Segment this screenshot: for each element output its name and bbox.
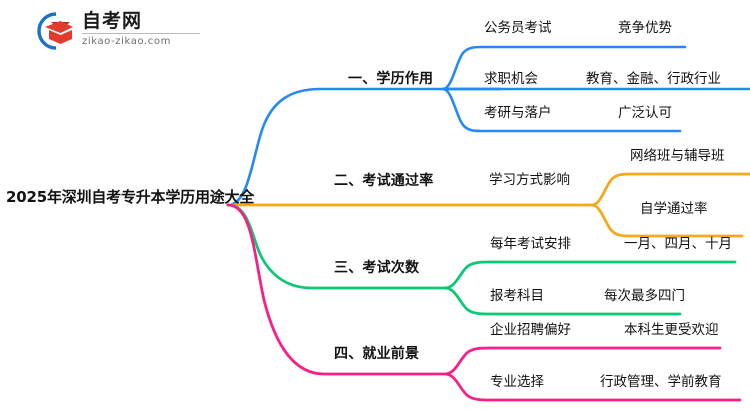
subnode-label-1-3: 考研与落户 <box>484 105 552 121</box>
detail-label-1-1: 竞争优势 <box>618 20 672 36</box>
mindmap-root-label: 2025年深圳自考专升本学历用途大全 <box>6 188 255 206</box>
subnode-label-3-1: 每年考试安排 <box>490 236 571 252</box>
logo-divider <box>82 33 200 34</box>
logo-wordmark: 自考网 zikao-zikao.com <box>82 10 200 47</box>
detail-label-1-2: 教育、金融、行政行业 <box>586 71 721 87</box>
branch-label-2: 二、考试通过率 <box>334 173 434 189</box>
branch-label-1: 一、学历作用 <box>348 71 434 87</box>
detail-label-3-1: 一月、四月、十月 <box>624 236 732 252</box>
subnode-label-4-2: 专业选择 <box>490 374 544 390</box>
detail-label-3-2: 每次最多四门 <box>604 288 685 304</box>
branch-label-3: 三、考试次数 <box>334 260 420 276</box>
logo-name-en: zikao-zikao.com <box>82 36 171 47</box>
detail-label-2-1: 网络班与辅导班 <box>630 148 725 164</box>
detail-label-1-3: 广泛认可 <box>618 105 672 121</box>
branch-label-4: 四、就业前景 <box>334 346 420 362</box>
graduation-cap-icon <box>30 10 74 52</box>
subnode-label-3-2: 报考科目 <box>490 288 544 304</box>
subnode-label-1-1: 公务员考试 <box>484 20 552 36</box>
subnode-label-1-2: 求职机会 <box>484 71 538 87</box>
logo-name-cn: 自考网 <box>82 10 143 32</box>
subnode-label-4-1: 企业招聘偏好 <box>490 322 571 338</box>
site-logo: 自考网 zikao-zikao.com <box>30 8 210 54</box>
detail-label-4-1: 本科生更受欢迎 <box>624 322 719 338</box>
subnode-label-2-1: 学习方式影响 <box>489 172 570 188</box>
detail-label-2-2: 自学通过率 <box>640 201 708 217</box>
detail-label-4-2: 行政管理、学前教育 <box>600 374 722 390</box>
